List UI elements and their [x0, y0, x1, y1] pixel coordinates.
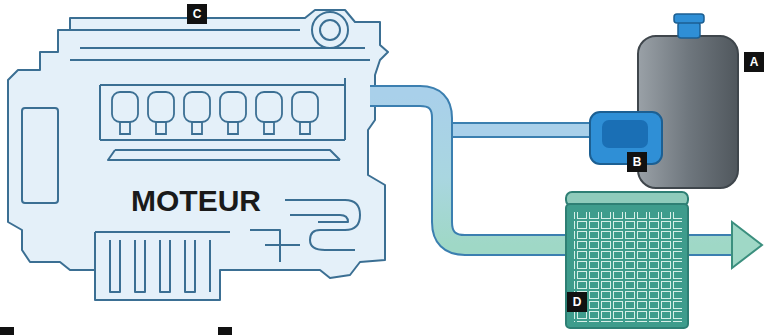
callout-letter: C	[187, 4, 207, 24]
callout-letter: A	[744, 52, 764, 72]
cylinder-row	[112, 92, 318, 134]
callout-letter: D	[567, 292, 587, 312]
pipe-branch-inner	[440, 124, 610, 136]
outlet-arrow	[732, 222, 762, 268]
cut-callout	[218, 327, 232, 335]
pipe-branch	[440, 122, 610, 138]
callout-letter: B	[627, 152, 647, 172]
engine-label: MOTEUR	[127, 182, 265, 219]
engine-drawing	[8, 10, 388, 300]
cut-callout	[0, 327, 14, 335]
engine-node: MOTEUR	[127, 182, 265, 219]
catalyst	[566, 192, 688, 328]
pump-module	[590, 112, 662, 164]
